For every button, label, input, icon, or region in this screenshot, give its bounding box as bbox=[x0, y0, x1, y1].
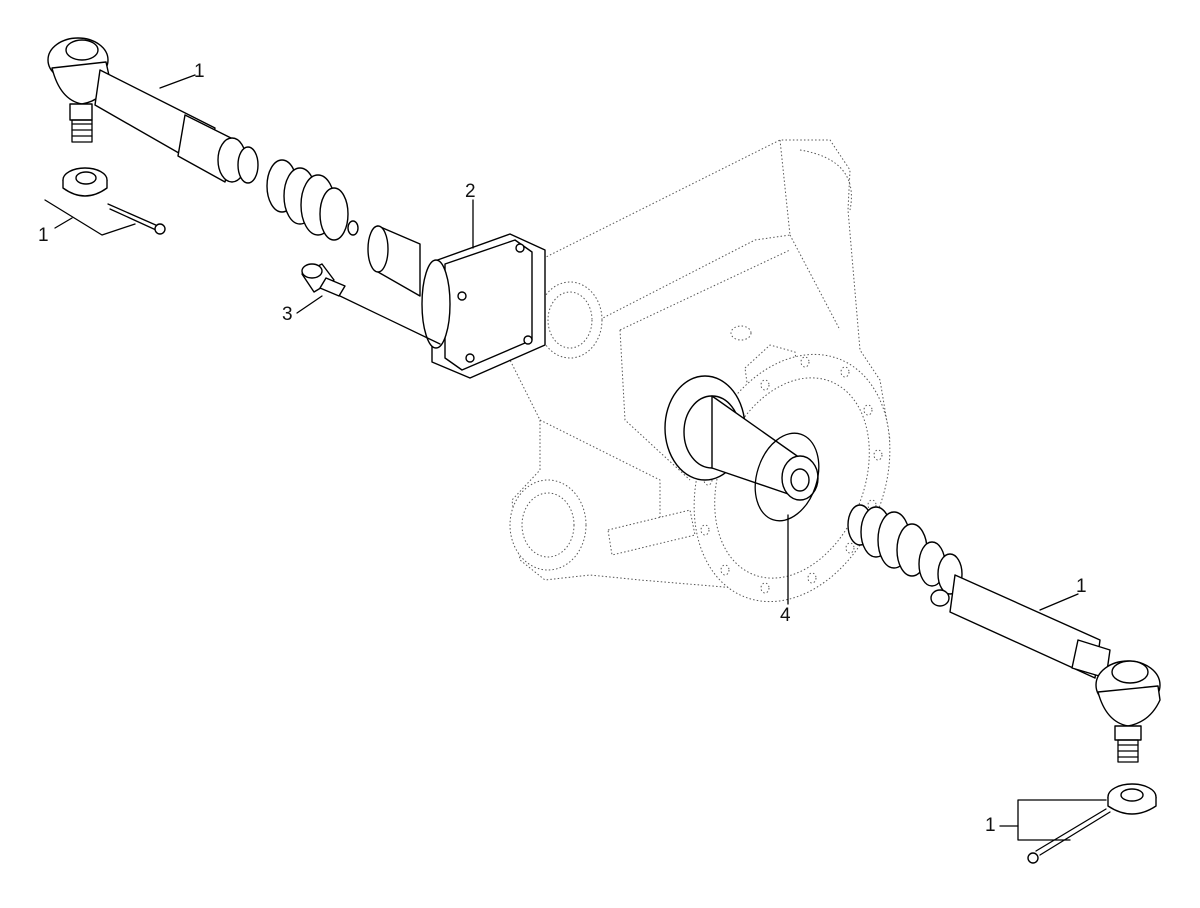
callout-cylinder-flange: 2 bbox=[465, 181, 476, 202]
nut-cotter-pin-left bbox=[44, 167, 166, 236]
seal-ring bbox=[754, 432, 820, 522]
tie-rod-left bbox=[47, 37, 349, 241]
callout-nut-pin-left: 1 bbox=[38, 225, 49, 246]
nut-cotter-pin-right bbox=[1017, 783, 1157, 864]
screw bbox=[301, 263, 441, 345]
callout-tie-rod-left: 1 bbox=[194, 61, 205, 82]
callout-nut-pin-right: 1 bbox=[985, 815, 996, 836]
tie-rod-right bbox=[847, 504, 1161, 763]
leader-lines bbox=[54, 74, 1079, 827]
piston-rod bbox=[664, 375, 819, 501]
callout-screw: 3 bbox=[282, 304, 293, 325]
callout-seal-ring: 4 bbox=[780, 605, 791, 626]
callout-tie-rod-right: 1 bbox=[1076, 576, 1087, 597]
cylinder-flange bbox=[347, 220, 546, 379]
